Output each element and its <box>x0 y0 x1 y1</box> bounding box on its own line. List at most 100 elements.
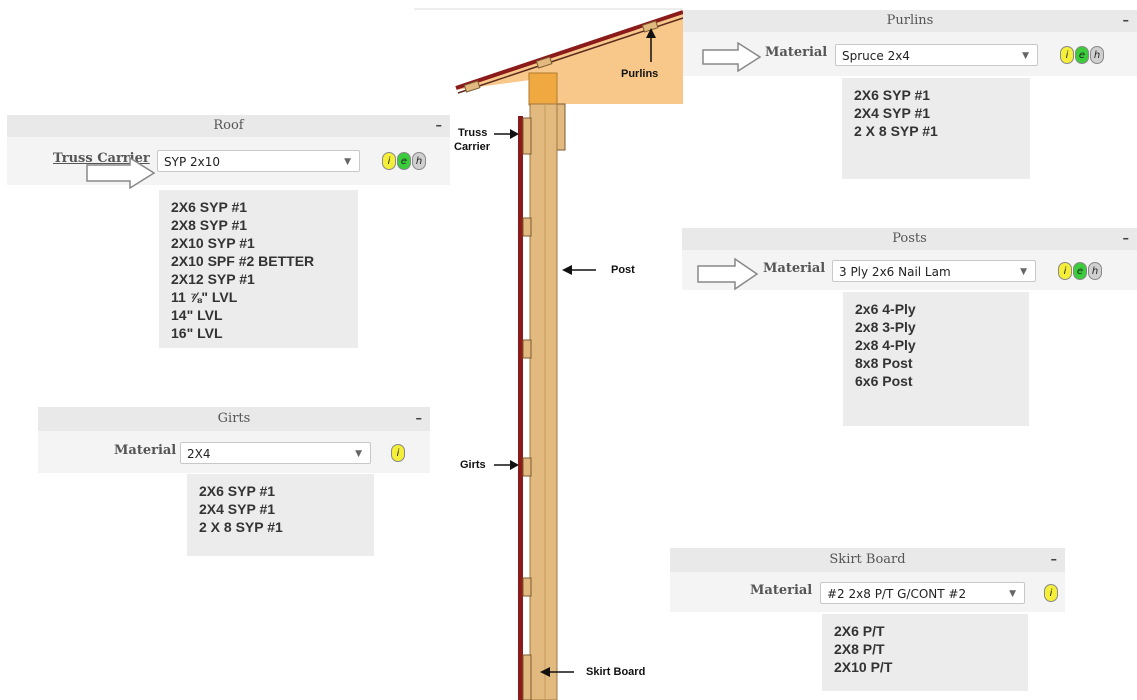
purlins-material-select[interactable]: Spruce 2x4 ▼ <box>835 44 1038 66</box>
skirt-board-material-select[interactable]: #2 2x8 P/T G/CONT #2 ▼ <box>820 582 1025 604</box>
girt-block <box>522 339 532 359</box>
girts-minimize-button[interactable]: – <box>415 411 423 426</box>
siding <box>518 116 523 700</box>
posts-panel-title: Posts <box>892 231 927 246</box>
info-i-icon[interactable]: i <box>1060 46 1074 64</box>
roof-minimize-button[interactable]: – <box>435 118 443 133</box>
info-i-icon[interactable]: i <box>1044 584 1058 602</box>
post-diagram-label: Post <box>611 264 635 276</box>
purlins-panel-header: Purlins – <box>683 10 1137 32</box>
truss-carrier-value: SYP 2x10 <box>164 155 221 169</box>
roof-option[interactable]: 11 ⅞" LVL <box>171 289 238 305</box>
help-h-icon[interactable]: h <box>412 152 426 170</box>
girts-diagram-label: Girts <box>460 459 486 471</box>
purlins-diagram-label: Purlins <box>621 68 659 80</box>
posts-minimize-button[interactable]: – <box>1122 231 1130 246</box>
posts-panel-header: Posts – <box>682 228 1137 250</box>
info-i-icon[interactable]: i <box>391 444 405 462</box>
posts-panel-body: Material 3 Ply 2x6 Nail Lam ▼ i e h <box>682 250 1137 290</box>
girt-block <box>522 217 532 237</box>
roof-option[interactable]: 2X6 SYP #1 <box>171 199 248 215</box>
skirt-board-minimize-button[interactable]: – <box>1050 552 1058 567</box>
purlins-panel-body: Material Spruce 2x4 ▼ i e h <box>683 32 1137 76</box>
purlin-block <box>535 56 553 69</box>
edit-e-icon[interactable]: e <box>1075 46 1089 64</box>
skirt-board-panel: Skirt Board – Material #2 2x8 P/T G/CONT… <box>670 548 1065 612</box>
purlins-panel: Purlins – Material Spruce 2x4 ▼ i e h <box>683 10 1137 76</box>
chevron-down-icon: ▼ <box>344 157 351 167</box>
purlin-block <box>463 80 481 93</box>
posts-material-value: 3 Ply 2x6 Nail Lam <box>839 265 951 279</box>
truss-carrier-diagram-label-line2: Carrier <box>454 141 491 153</box>
post <box>529 103 558 700</box>
girts-panel: Girts – Material 2X4 ▼ i <box>38 407 430 473</box>
girts-material-label: Material <box>114 443 177 458</box>
purlins-minimize-button[interactable]: – <box>1122 13 1130 28</box>
info-i-icon[interactable]: i <box>1058 262 1072 280</box>
girts-option[interactable]: 2X6 SYP #1 <box>199 483 276 499</box>
girts-option[interactable]: 2 X 8 SYP #1 <box>199 519 283 535</box>
purlins-option[interactable]: 2X6 SYP #1 <box>854 87 931 103</box>
skirt-board-option[interactable]: 2X8 P/T <box>834 641 885 657</box>
purlins-options-list: 2X6 SYP #1 2X4 SYP #1 2 X 8 SYP #1 <box>842 78 1030 179</box>
skirt-board-option[interactable]: 2X6 P/T <box>834 623 885 639</box>
roof-option[interactable]: 16" LVL <box>171 325 223 341</box>
edit-e-icon[interactable]: e <box>397 152 411 170</box>
post-arrowhead <box>562 265 572 275</box>
roof-panel: Roof – Truss Carrier SYP 2x10 ▼ i e h <box>7 115 450 185</box>
roof-option[interactable]: 2X10 SPF #2 BETTER <box>171 253 315 269</box>
skirt-board-options-list: 2X6 P/T 2X8 P/T 2X10 P/T <box>822 614 1028 691</box>
skirt-board-material-label: Material <box>750 583 813 598</box>
truss-carrier-block <box>528 72 558 106</box>
help-h-icon[interactable]: h <box>1090 46 1104 64</box>
truss-carrier-select[interactable]: SYP 2x10 ▼ <box>157 150 360 172</box>
girts-panel-header: Girts – <box>38 407 430 431</box>
posts-option[interactable]: 2x8 3-Ply <box>855 319 916 335</box>
girts-material-select[interactable]: 2X4 ▼ <box>180 442 371 464</box>
purlins-pointer-arrow-icon <box>702 42 762 72</box>
truss-carrier-label: Truss Carrier <box>53 151 150 166</box>
purlins-arrowhead <box>646 28 656 38</box>
roof-panel-title: Roof <box>213 118 244 133</box>
truss-carrier-diagram-label-line1: Truss <box>458 127 488 139</box>
skirt-board-panel-header: Skirt Board – <box>670 548 1065 572</box>
purlins-option[interactable]: 2X4 SYP #1 <box>854 105 931 121</box>
skirt-board-panel-title: Skirt Board <box>829 552 906 567</box>
help-h-icon[interactable]: h <box>1088 262 1102 280</box>
roof-option[interactable]: 14" LVL <box>171 307 223 323</box>
girts-material-value: 2X4 <box>187 447 211 461</box>
roof-option[interactable]: 2X8 SYP #1 <box>171 217 248 233</box>
girt-block <box>522 117 532 155</box>
roof-panel-body: Truss Carrier SYP 2x10 ▼ i e h <box>7 137 450 185</box>
purlins-panel-title: Purlins <box>886 13 934 28</box>
roof-options-list: 2X6 SYP #1 2X8 SYP #1 2X10 SYP #1 2X10 S… <box>159 190 358 348</box>
purlins-material-label: Material <box>765 45 828 60</box>
skirt-board-arrowhead <box>540 667 550 677</box>
girts-option[interactable]: 2X4 SYP #1 <box>199 501 276 517</box>
skirt-board-option[interactable]: 2X10 P/T <box>834 659 893 675</box>
girts-arrowhead <box>510 460 519 470</box>
posts-option[interactable]: 2x8 4-Ply <box>855 337 916 353</box>
chevron-down-icon: ▼ <box>1022 51 1029 61</box>
posts-option[interactable]: 2x6 4-Ply <box>855 301 916 317</box>
roof-pointer-arrow-icon <box>86 157 156 189</box>
posts-options-list: 2x6 4-Ply 2x8 3-Ply 2x8 4-Ply 8x8 Post 6… <box>843 292 1029 426</box>
skirt-board-material-value: #2 2x8 P/T G/CONT #2 <box>827 587 967 601</box>
girts-panel-title: Girts <box>217 411 251 426</box>
posts-material-select[interactable]: 3 Ply 2x6 Nail Lam ▼ <box>832 260 1036 282</box>
posts-option[interactable]: 8x8 Post <box>855 355 913 371</box>
purlins-option[interactable]: 2 X 8 SYP #1 <box>854 123 938 139</box>
roof-option[interactable]: 2X12 SYP #1 <box>171 271 255 287</box>
roof-option[interactable]: 2X10 SYP #1 <box>171 235 255 251</box>
edit-e-icon[interactable]: e <box>1073 262 1087 280</box>
posts-material-label: Material <box>763 261 826 276</box>
info-i-icon[interactable]: i <box>382 152 396 170</box>
chevron-down-icon: ▼ <box>355 449 362 459</box>
purlins-material-value: Spruce 2x4 <box>842 49 910 63</box>
skirt-board-diagram-label: Skirt Board <box>586 666 646 678</box>
posts-option[interactable]: 6x6 Post <box>855 373 913 389</box>
chevron-down-icon: ▼ <box>1009 589 1016 599</box>
girt-block <box>522 457 532 477</box>
posts-panel: Posts – Material 3 Ply 2x6 Nail Lam ▼ i … <box>682 228 1137 290</box>
